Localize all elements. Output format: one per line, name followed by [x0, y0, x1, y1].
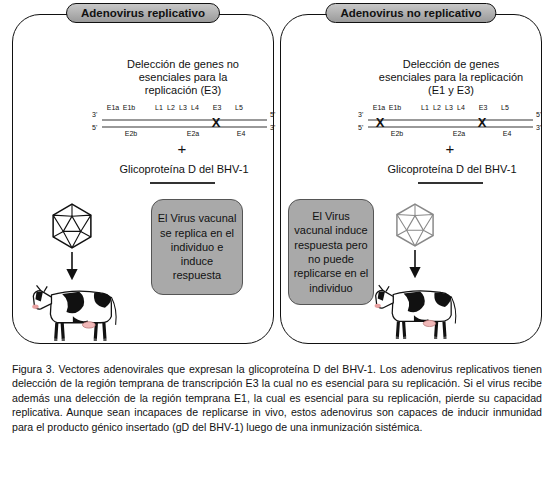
gene-label: 5' [358, 124, 368, 132]
figure-caption: Figura 3. Vectores adenovirales que expr… [12, 362, 542, 434]
drawing-part [368, 119, 533, 121]
gene-bar [150, 182, 215, 184]
gene-label: E4 [500, 130, 514, 138]
box-text: El Virus vacunal se replica en el indivi… [156, 211, 238, 282]
drawing-part [102, 126, 267, 128]
note-text: Glicoproteína D del BHV-1 [104, 163, 264, 176]
gene-label: L5 [498, 104, 512, 112]
gene-bar [418, 182, 483, 184]
gene-label: E3 [210, 104, 224, 112]
gene-label: 5' [92, 124, 102, 132]
gene-label: + [172, 140, 192, 158]
gene-label: L1 [152, 104, 166, 112]
gene-label: E2a [452, 130, 466, 138]
gene-label: L1 [418, 104, 432, 112]
gene-label: E1b [388, 104, 402, 112]
drawing-part [102, 119, 267, 121]
gene-label: E1b [122, 104, 136, 112]
note-text: Delección de genes no esenciales para la… [112, 58, 254, 98]
gene-label: 5' [536, 111, 546, 119]
virus-icon [397, 204, 433, 246]
gene-label: E3 [476, 104, 490, 112]
note-text: Glicoproteína D del BHV-1 [372, 163, 532, 176]
note-text: Delección de genes esenciales para la re… [376, 58, 526, 98]
gene-label: E2a [186, 130, 200, 138]
result-box: El Virus vacunal induce respuesta pero n… [288, 199, 374, 305]
gene-label: L3 [176, 104, 190, 112]
cow [375, 285, 456, 339]
gene-label: L5 [232, 104, 246, 112]
gene-label: 5' [270, 111, 280, 119]
gene-label: L3 [442, 104, 456, 112]
gene-label: L2 [430, 104, 444, 112]
gene-label: X [476, 115, 488, 131]
box-text: El Virus vacunal induce respuesta pero n… [293, 209, 369, 295]
arrow [71, 252, 73, 278]
gene-label: 3' [358, 111, 368, 119]
panel-heading: Adenovirus no replicativo [325, 3, 496, 23]
cow [32, 285, 116, 341]
gene-label: 3' [536, 124, 546, 132]
gene-label: L4 [454, 104, 468, 112]
gene-label: 3' [270, 124, 280, 132]
gene-label: E1a [372, 104, 386, 112]
gene-label: E2b [124, 130, 138, 138]
arrow [414, 250, 416, 276]
gene-label: X [374, 115, 386, 131]
gene-label: E1a [106, 104, 120, 112]
drawing-part [368, 126, 533, 128]
genome-right [368, 120, 533, 127]
gene-label: L2 [164, 104, 178, 112]
panel-heading: Adenovirus replicativo [66, 3, 220, 23]
gene-label: E4 [234, 130, 248, 138]
result-box: El Virus vacunal se replica en el indivi… [151, 199, 243, 295]
genome-left [102, 120, 267, 127]
gene-label: E2b [390, 130, 404, 138]
virus-icon [53, 204, 91, 248]
gene-label: X [210, 115, 222, 131]
gene-label: + [440, 140, 460, 158]
gene-label: 3' [92, 111, 102, 119]
gene-label: L4 [188, 104, 202, 112]
